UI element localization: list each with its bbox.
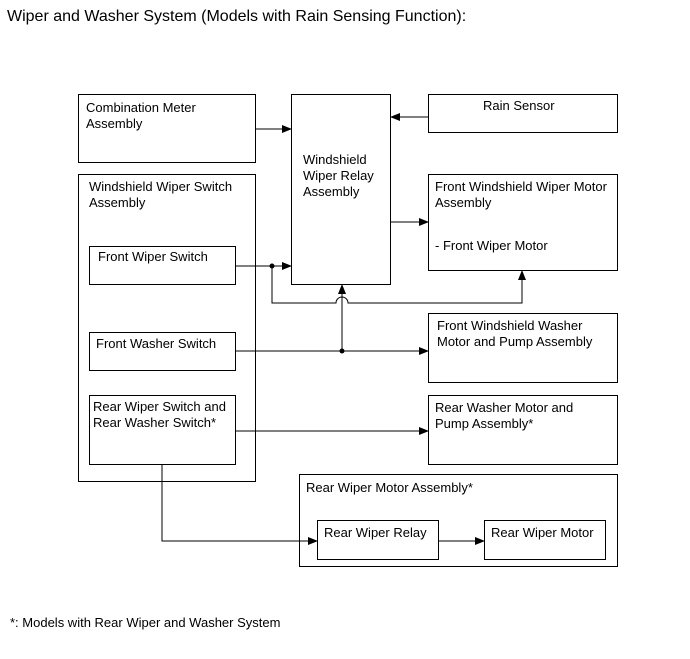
rain-sensor-box <box>428 94 618 133</box>
combination-meter-label: Combination Meter Assembly <box>86 100 196 131</box>
rear-wiper-relay-label: Rear Wiper Relay <box>324 525 427 540</box>
rear-wiper-motor-assembly-label: Rear Wiper Motor Assembly* <box>306 480 473 495</box>
rear-wiper-motor-assembly-box <box>299 474 618 567</box>
front-wiper-switch-box <box>89 246 236 285</box>
wiper-switch-assembly-box <box>78 174 256 482</box>
wiper-relay-label: Windshield Wiper Relay Assembly <box>303 152 374 199</box>
front-washer-switch-box <box>89 332 236 371</box>
front-wiper-switch-label: Front Wiper Switch <box>98 249 208 264</box>
front-wiper-motor-label: - Front Wiper Motor <box>435 238 548 253</box>
rear-washer-motor-label: Rear Washer Motor and Pump Assembly* <box>435 400 574 431</box>
diagram-title: Wiper and Washer System (Models with Rai… <box>7 8 467 25</box>
rear-switch-to-rear-relay-arrow <box>161 465 318 545</box>
front-wiper-motor-assembly-label: Front Windshield Wiper Motor Assembly <box>435 179 607 210</box>
footnote: *: Models with Rear Wiper and Washer Sys… <box>10 615 281 630</box>
front-washer-switch-label: Front Washer Switch <box>96 336 217 351</box>
front-wiper-switch-to-motor-line <box>271 266 526 304</box>
combination-meter-box <box>78 94 256 163</box>
junction-dot <box>269 263 275 269</box>
rear-switch-label: Rear Wiper Switch and Rear Washer Switch… <box>93 399 226 430</box>
rain-sensor-label: Rain Sensor <box>483 98 555 113</box>
rear-wiper-motor-label: Rear Wiper Motor <box>491 525 594 540</box>
front-washer-motor-label: Front Windshield Washer Motor and Pump A… <box>437 318 593 349</box>
rear-switch-box <box>89 395 236 465</box>
wiper-switch-assembly-label: Windshield Wiper Switch Assembly <box>89 179 233 210</box>
junction-dot <box>339 348 345 354</box>
